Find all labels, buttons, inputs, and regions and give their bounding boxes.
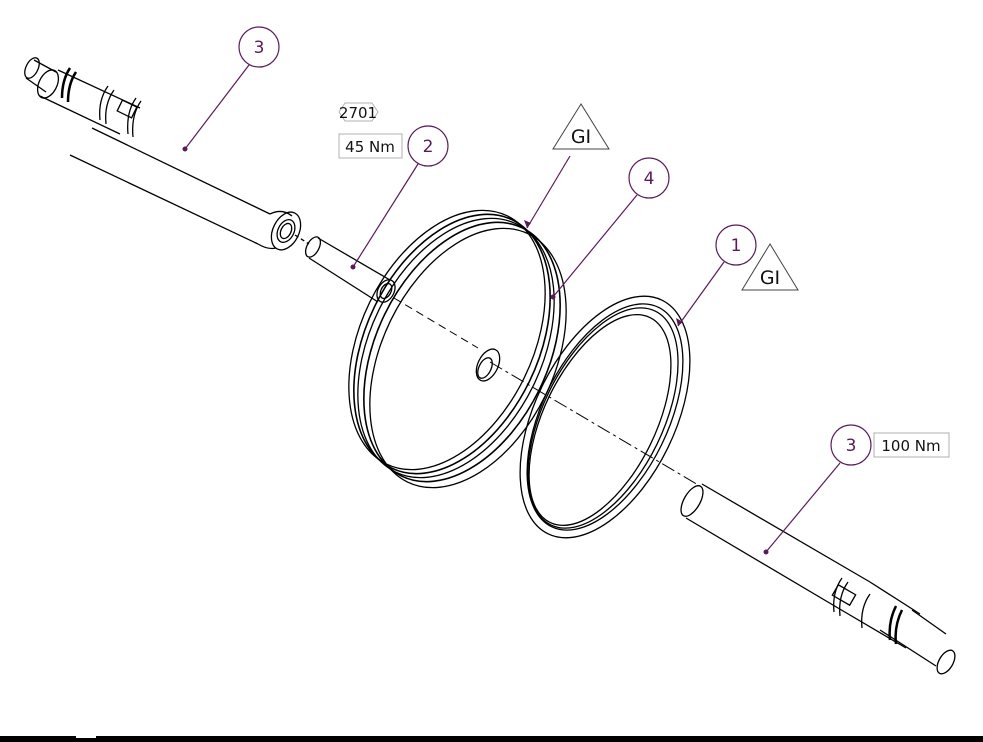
torque-note-part3: 100 Nm bbox=[881, 437, 940, 455]
balloon-3-top-label: 3 bbox=[254, 38, 265, 58]
ring bbox=[519, 295, 691, 539]
balloon-3-bottom-label: 3 bbox=[846, 436, 857, 456]
gi-symbol-part1-label: GI bbox=[760, 267, 780, 289]
grooved-disc bbox=[348, 209, 567, 489]
balloon-1 bbox=[715, 224, 757, 266]
balloon-4 bbox=[628, 157, 670, 199]
spacer-sleeve bbox=[294, 234, 396, 303]
balloon-4-label: 4 bbox=[644, 169, 655, 189]
torque-note-part2-frame bbox=[338, 133, 403, 159]
adhesive-code-frame bbox=[338, 102, 379, 122]
gi-symbol-part4 bbox=[552, 103, 610, 150]
gi-symbol-part4-label: GI bbox=[571, 126, 591, 148]
adhesive-code: 2701 bbox=[339, 104, 377, 122]
gi-symbol-part1 bbox=[741, 243, 799, 291]
shaft-top-left bbox=[24, 57, 302, 251]
drawing-border-bottom bbox=[0, 736, 983, 742]
balloon-2-label: 2 bbox=[423, 137, 434, 157]
torque-note-part3-frame bbox=[873, 432, 950, 458]
balloon-2 bbox=[407, 125, 449, 167]
shaft-bottom-right bbox=[680, 483, 956, 675]
torque-note-part2: 45 Nm bbox=[345, 138, 395, 156]
border-notch bbox=[76, 735, 96, 738]
balloon-3-top bbox=[238, 26, 280, 68]
balloon-1-label: 1 bbox=[731, 236, 742, 256]
balloon-3-bottom bbox=[830, 424, 872, 466]
